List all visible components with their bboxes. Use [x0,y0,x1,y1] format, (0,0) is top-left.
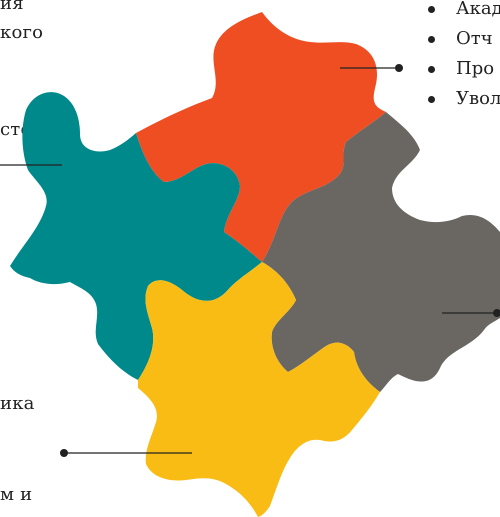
left-text-line-1: ия [0,0,24,14]
left-text-line-4: ика [0,393,35,414]
leader-dot-gray [493,309,500,317]
bullet-item: Акад [428,0,500,24]
puzzle-piece-gray [262,112,500,392]
bullet-item: Про [428,54,500,84]
leader-dot-yellow [60,449,68,457]
bullet-list: Акад Отч Про Увол [428,0,500,114]
puzzle-piece-yellow [138,262,380,517]
bullet-item: Отч [428,24,500,54]
left-text-line-5: м и [0,484,33,505]
leader-dot-red [395,64,403,72]
bullet-item: Увол [428,84,500,114]
left-text-line-2: кого [0,22,44,43]
puzzle-piece-teal [10,92,262,380]
puzzle-piece-red [136,12,386,262]
